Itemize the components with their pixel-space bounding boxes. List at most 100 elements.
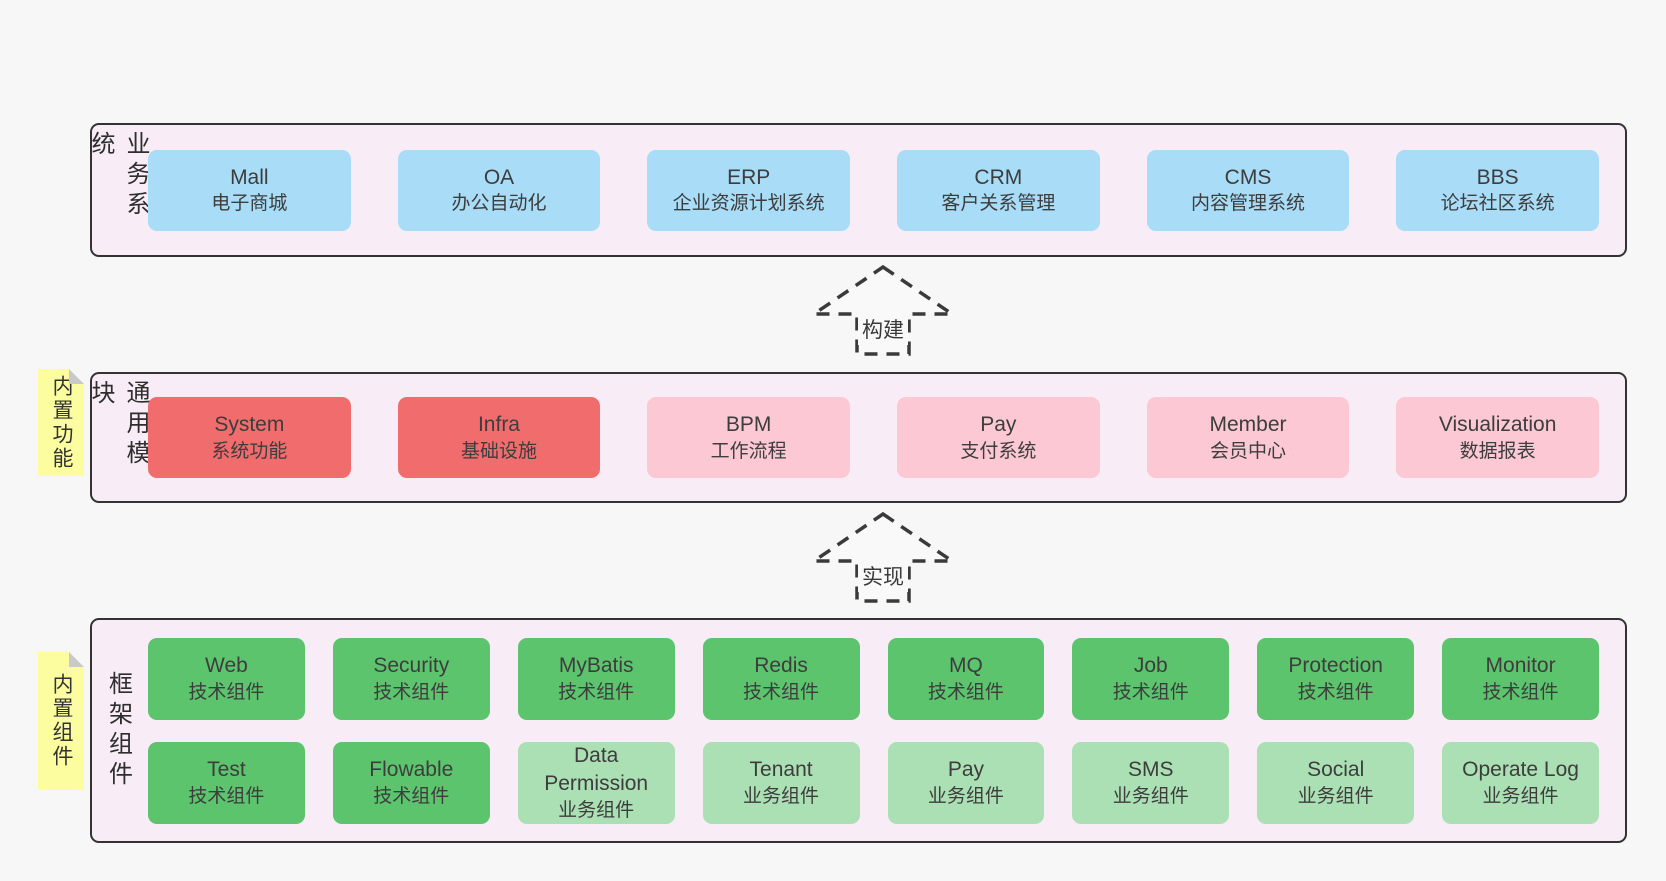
box-subtitle: 技术组件 xyxy=(743,681,820,703)
box-infra: Infra 基础设施 xyxy=(397,397,601,478)
box-subtitle: 内容管理系统 xyxy=(1190,193,1305,215)
build-arrow: 构建 xyxy=(808,263,958,359)
box-test: Test 技术组件 xyxy=(148,741,305,824)
implement-arrow: 实现 xyxy=(808,510,958,606)
implement-arrow-label: 实现 xyxy=(858,560,908,592)
box-subtitle: 技术组件 xyxy=(373,681,450,703)
box-subtitle: 支付系统 xyxy=(960,440,1037,462)
box-title: Web xyxy=(205,654,248,678)
box-subtitle: 技术组件 xyxy=(373,785,450,807)
box-pay-component: Pay 业务组件 xyxy=(887,741,1045,824)
box-title: Security xyxy=(373,654,450,678)
box-title: Pay xyxy=(947,758,985,782)
box-operate-log: Operate Log 业务组件 xyxy=(1442,741,1599,824)
box-crm: CRM 客户关系管理 xyxy=(897,149,1100,231)
box-subtitle: 业务组件 xyxy=(743,785,820,807)
box-pay-module: Pay 支付系统 xyxy=(897,397,1100,478)
build-arrow-label: 构建 xyxy=(858,313,908,345)
sticky-note-built-in-components: 内置组件 xyxy=(38,652,84,790)
band-business-systems: 业务系统 Mall 电子商城 OA 办公自动化 ERP 企业资源计划系统 CRM… xyxy=(87,123,1627,257)
box-data-permission: Data Permission 业务组件 xyxy=(517,741,675,824)
box-subtitle: 业务组件 xyxy=(558,799,635,821)
box-title: Pay xyxy=(980,413,1017,437)
band-common-modules: 通用模块 System 系统功能 Infra 基础设施 BPM 工作流程 Pay… xyxy=(87,372,1627,503)
box-title: Flowable xyxy=(369,758,454,782)
box-title: MyBatis xyxy=(558,654,634,678)
box-subtitle: 系统功能 xyxy=(211,440,288,462)
box-title: OA xyxy=(483,165,515,189)
box-mall: Mall 电子商城 xyxy=(148,149,351,231)
box-title: BPM xyxy=(725,413,772,437)
box-redis: Redis 技术组件 xyxy=(702,637,860,720)
box-title: SMS xyxy=(1128,758,1174,782)
box-erp: ERP 企业资源计划系统 xyxy=(647,149,850,231)
box-title: Operate Log xyxy=(1462,758,1579,782)
box-subtitle: 论坛社区系统 xyxy=(1440,193,1555,215)
box-mybatis: MyBatis 技术组件 xyxy=(517,637,675,720)
box-title: Data Permission xyxy=(544,744,649,795)
box-subtitle: 数据报表 xyxy=(1459,440,1536,462)
box-tenant: Tenant 业务组件 xyxy=(702,741,860,824)
up-arrow-icon xyxy=(808,511,958,603)
box-title: Visualization xyxy=(1438,413,1557,437)
box-subtitle: 技术组件 xyxy=(927,681,1004,703)
box-member: Member 会员中心 xyxy=(1146,397,1350,478)
box-visualization: Visualization 数据报表 xyxy=(1396,397,1599,478)
box-title: Test xyxy=(207,758,246,782)
box-security: Security 技术组件 xyxy=(332,637,490,720)
box-title: BBS xyxy=(1476,165,1519,189)
box-title: Redis xyxy=(754,654,808,678)
box-flowable: Flowable 技术组件 xyxy=(332,741,490,824)
box-mq: MQ 技术组件 xyxy=(887,637,1045,720)
box-title: Monitor xyxy=(1485,654,1556,678)
sticky-note-label: 内置功能 xyxy=(50,374,73,471)
box-title: Mall xyxy=(230,165,269,189)
box-title: ERP xyxy=(727,165,771,189)
box-bpm: BPM 工作流程 xyxy=(647,397,850,478)
box-subtitle: 技术组件 xyxy=(1297,681,1374,703)
box-subtitle: 企业资源计划系统 xyxy=(672,193,825,215)
box-title: Protection xyxy=(1288,654,1383,678)
box-title: CMS xyxy=(1224,165,1272,189)
box-title: Social xyxy=(1307,758,1365,782)
box-protection: Protection 技术组件 xyxy=(1257,637,1415,720)
box-subtitle: 办公自动化 xyxy=(451,193,547,215)
up-arrow-icon xyxy=(808,264,958,356)
box-title: Infra xyxy=(477,413,520,437)
framework-components-grid: Web 技术组件 Security 技术组件 MyBatis 技术组件 Redi… xyxy=(148,620,1599,841)
box-subtitle: 业务组件 xyxy=(1482,785,1559,807)
box-subtitle: 客户关系管理 xyxy=(941,193,1056,215)
box-oa: OA 办公自动化 xyxy=(397,149,601,231)
box-subtitle: 工作流程 xyxy=(710,440,787,462)
box-social: Social 业务组件 xyxy=(1257,741,1415,824)
box-subtitle: 技术组件 xyxy=(1482,681,1559,703)
box-title: MQ xyxy=(949,654,983,678)
box-subtitle: 技术组件 xyxy=(188,681,265,703)
box-job: Job 技术组件 xyxy=(1072,637,1230,720)
common-modules-grid: System 系统功能 Infra 基础设施 BPM 工作流程 Pay 支付系统… xyxy=(148,374,1599,501)
box-subtitle: 电子商城 xyxy=(211,193,288,215)
box-web: Web 技术组件 xyxy=(148,637,305,720)
box-cms: CMS 内容管理系统 xyxy=(1146,149,1350,231)
box-subtitle: 业务组件 xyxy=(1112,785,1189,807)
sticky-note-built-in-features: 内置功能 xyxy=(38,369,84,476)
box-title: Member xyxy=(1209,413,1287,437)
band-label-common-modules: 通用模块 xyxy=(87,380,149,470)
box-subtitle: 技术组件 xyxy=(1112,681,1189,703)
box-subtitle: 技术组件 xyxy=(558,681,635,703)
band-label-framework-components: 框架组件 xyxy=(104,670,132,791)
box-subtitle: 会员中心 xyxy=(1209,440,1286,462)
band-framework-components: 框架组件 Web 技术组件 Security 技术组件 MyBatis 技术组件… xyxy=(90,618,1627,843)
sticky-note-label: 内置组件 xyxy=(50,673,73,769)
band-label-business-systems: 业务系统 xyxy=(87,131,149,221)
box-bbs: BBS 论坛社区系统 xyxy=(1396,149,1599,231)
box-subtitle: 基础设施 xyxy=(460,440,537,462)
box-subtitle: 业务组件 xyxy=(1297,785,1374,807)
business-systems-grid: Mall 电子商城 OA 办公自动化 ERP 企业资源计划系统 CRM 客户关系… xyxy=(148,125,1599,255)
box-monitor: Monitor 技术组件 xyxy=(1442,637,1599,720)
box-system: System 系统功能 xyxy=(148,397,351,478)
box-title: System xyxy=(214,413,285,437)
box-subtitle: 业务组件 xyxy=(927,785,1004,807)
box-title: CRM xyxy=(974,165,1023,189)
